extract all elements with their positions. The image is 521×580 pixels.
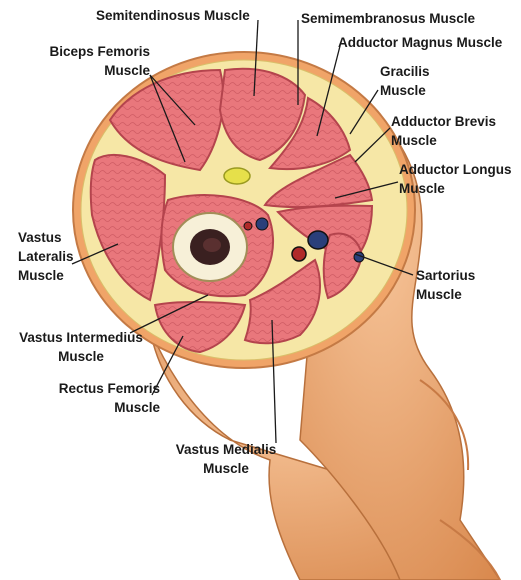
label-vastus-lateralis-line1: Vastus <box>18 230 62 245</box>
label-semimembranosus-text: Semimembranosus Muscle <box>301 11 476 26</box>
label-adductor-brevis-line2: Muscle <box>391 133 437 148</box>
blood-vessels <box>223 167 365 263</box>
leader-rectus-femoris <box>151 335 184 396</box>
label-gracilis-line2: Muscle <box>380 83 426 98</box>
label-adductor-longus: Adductor Longus Muscle <box>399 160 511 198</box>
label-adductor-brevis: Adductor Brevis Muscle <box>391 112 496 150</box>
leader-gracilis <box>349 89 379 135</box>
leader-vastus-lateralis <box>71 243 119 265</box>
sartorius-shape <box>322 232 364 300</box>
label-rectus-femoris-line1: Rectus Femoris <box>58 381 160 396</box>
leader-adductor-longus <box>334 181 399 199</box>
leader-lines <box>71 19 414 444</box>
leader-adductor-brevis <box>354 127 391 163</box>
label-semimembranosus: Semimembranosus Muscle <box>301 9 475 28</box>
leader-vastus-medialis <box>271 319 277 444</box>
label-gracilis-line1: Gracilis <box>380 64 430 79</box>
label-semitendinosus-text: Semitendinosus Muscle <box>96 8 250 23</box>
vastus-medialis-shape <box>243 258 321 345</box>
label-vastus-intermedius-line2: Muscle <box>58 349 104 364</box>
label-sartorius-line2: Muscle <box>416 287 462 302</box>
label-adductor-longus-line2: Muscle <box>399 181 445 196</box>
label-vastus-lateralis-line3: Muscle <box>18 268 64 283</box>
leader-vastus-intermedius <box>129 294 209 334</box>
label-rectus-femoris-line2: Muscle <box>114 400 160 415</box>
label-biceps-femoris-line2: Muscle <box>104 63 150 78</box>
leader-adductor-magnus <box>316 45 341 137</box>
semimembranosus-shape <box>268 96 352 171</box>
leader-sartorius <box>354 253 414 276</box>
label-sartorius-line1: Sartorius <box>416 268 476 283</box>
vastus-lateralis-shape <box>89 154 167 302</box>
label-adductor-longus-line1: Adductor Longus <box>399 162 512 177</box>
label-adductor-brevis-line1: Adductor Brevis <box>391 114 497 129</box>
label-sartorius: Sartorius Muscle <box>416 266 475 304</box>
label-vastus-intermedius: Vastus Intermedius Muscle <box>2 328 160 366</box>
leader-semitendinosus <box>253 19 259 97</box>
label-gracilis: Gracilis Muscle <box>380 62 430 100</box>
label-semitendinosus: Semitendinosus Muscle <box>96 6 250 25</box>
label-vastus-intermedius-line1: Vastus Intermedius <box>19 330 143 345</box>
leader-biceps-2 <box>149 74 186 163</box>
label-vastus-lateralis-line2: Lateralis <box>18 249 74 264</box>
semitendinosus-shape <box>218 67 307 162</box>
label-vastus-medialis-line2: Muscle <box>203 461 249 476</box>
label-adductor-magnus-text: Adductor Magnus Muscle <box>338 35 503 50</box>
biceps-femoris-shape <box>108 68 225 172</box>
label-adductor-magnus: Adductor Magnus Muscle <box>338 33 502 52</box>
label-vastus-lateralis: Vastus Lateralis Muscle <box>18 228 74 285</box>
femur-bone <box>172 212 248 282</box>
label-biceps-femoris-line1: Biceps Femoris <box>49 44 150 59</box>
label-vastus-medialis-line1: Vastus Medialis <box>175 442 277 457</box>
rectus-femoris-shape <box>153 300 247 354</box>
label-rectus-femoris: Rectus Femoris Muscle <box>28 379 160 417</box>
label-vastus-medialis: Vastus Medialis Muscle <box>160 440 292 478</box>
label-biceps-femoris: Biceps Femoris Muscle <box>42 42 150 80</box>
leader-biceps-1 <box>149 74 196 126</box>
